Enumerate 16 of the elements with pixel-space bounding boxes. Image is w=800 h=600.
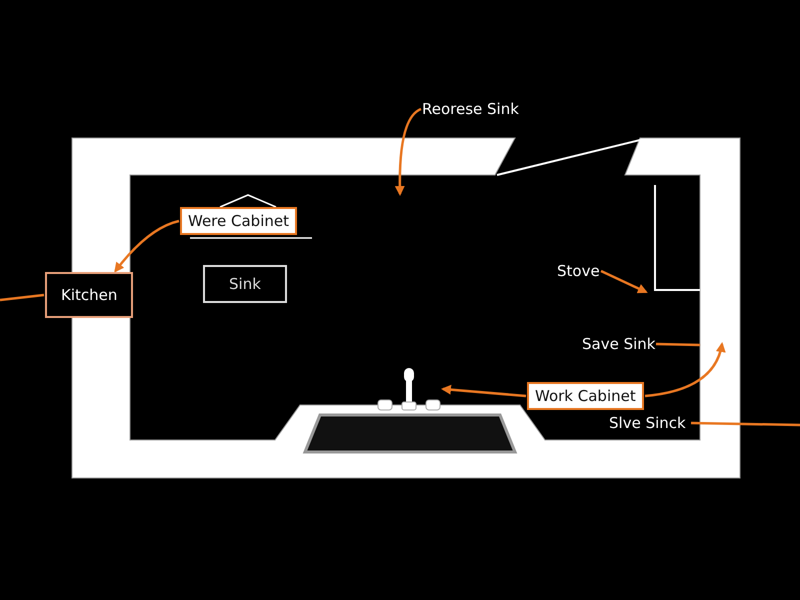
callout-label: Stove [557,262,600,280]
arrow [394,108,422,196]
callout-label: Reorese Sink [422,100,519,118]
area-label: Kitchen [45,272,134,318]
callout-label: Were Cabinet [180,207,297,235]
leader-line [656,342,700,346]
callout-label: Save Sink [582,335,656,353]
arrow [441,384,526,398]
arrow [114,220,180,273]
faucet-drawing [376,366,442,412]
callout-label: Work Cabinet [527,382,644,410]
leader-line [0,294,44,302]
arrow [600,270,648,294]
arrow [644,342,726,398]
leader-line [690,422,800,426]
sink-label: Sink [203,265,287,303]
